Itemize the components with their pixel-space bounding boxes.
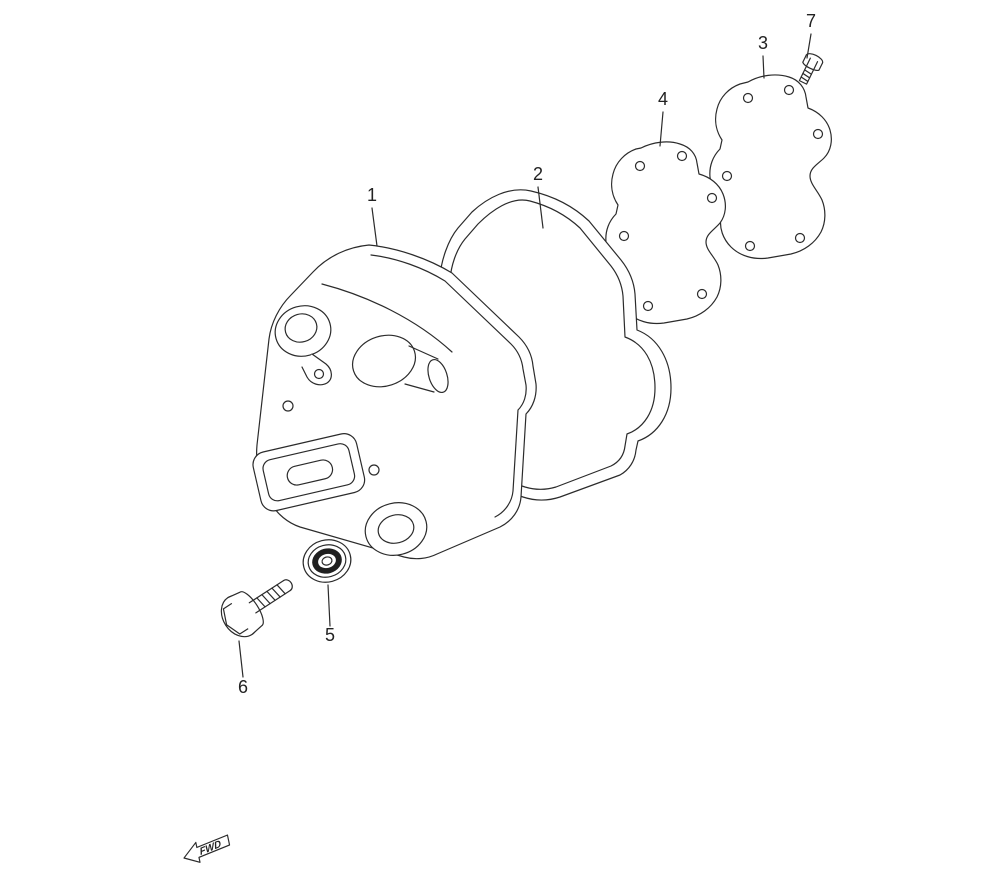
cover-boss-inner xyxy=(284,313,318,343)
cover-contour-line xyxy=(321,283,453,353)
callout-label-5: 5 xyxy=(325,625,335,645)
bolt-threads xyxy=(256,584,286,608)
plate-hole xyxy=(721,170,733,182)
cover-rim-line xyxy=(370,254,527,518)
cover-spout-tube-bottom xyxy=(404,383,435,393)
fwd-arrow-outline xyxy=(183,834,231,863)
leader-line-3 xyxy=(762,55,765,79)
part-7-screw-drawing xyxy=(798,53,824,85)
callout-label-7: 7 xyxy=(806,11,816,31)
gasket-plate-hole xyxy=(696,288,708,300)
cover-spout-opening xyxy=(352,334,416,388)
leader-line-7 xyxy=(806,33,812,59)
plate-hole xyxy=(783,84,795,96)
gasket-plate-hole xyxy=(634,160,646,172)
callout-labels: 1 2 3 4 5 6 7 xyxy=(238,11,816,697)
cover-boss-tab xyxy=(301,353,332,386)
gasket-plate-hole xyxy=(676,150,688,162)
callout-label-2: 2 xyxy=(533,164,543,184)
bolt-tip xyxy=(283,579,293,592)
cover-bolt-hole xyxy=(282,400,294,412)
part-3-plate-drawing xyxy=(709,74,832,260)
plate-outline xyxy=(709,74,832,260)
screw-threads xyxy=(800,69,813,83)
leader-line-2 xyxy=(537,186,544,229)
leader-line-5 xyxy=(327,584,331,627)
rect-boss-slot xyxy=(286,459,334,486)
cover-spout-end xyxy=(427,358,449,394)
gasket-plate-hole xyxy=(618,230,630,242)
gasket-inner-edge xyxy=(443,199,656,490)
plate-hole xyxy=(742,92,754,104)
leader-line-1 xyxy=(371,207,378,247)
part-5-seal-drawing xyxy=(302,539,352,583)
fwd-direction-marker: FWD xyxy=(183,834,231,863)
seal-dark-ring xyxy=(312,548,342,574)
seal-mid-ring xyxy=(307,544,347,578)
plate-hole xyxy=(794,232,806,244)
cover-rect-boss xyxy=(252,433,366,512)
cover-tab-hole xyxy=(313,368,325,380)
screw-head-facets xyxy=(806,57,819,70)
gasket-plate-hole xyxy=(706,192,718,204)
callout-leaders xyxy=(238,33,812,678)
part-1-cylinder-head-cover-drawing xyxy=(252,244,537,560)
fwd-label: FWD xyxy=(199,839,222,858)
seal-center-hole xyxy=(321,556,333,566)
bolt-flange-edge xyxy=(227,591,264,636)
gasket-plate-hole xyxy=(642,300,654,312)
gasket-plate-outline xyxy=(605,141,726,325)
callout-label-3: 3 xyxy=(758,33,768,53)
part-6-bolt-drawing xyxy=(220,579,293,638)
cover-port-inner xyxy=(377,514,415,544)
screw-head-side xyxy=(802,54,824,71)
cover-spout-tube-top xyxy=(408,345,439,360)
cover-bolt-hole xyxy=(368,464,380,476)
leader-line-6 xyxy=(238,640,244,678)
callout-label-1: 1 xyxy=(367,185,377,205)
callout-label-4: 4 xyxy=(658,89,668,109)
plate-hole xyxy=(744,240,756,252)
callout-label-6: 6 xyxy=(238,677,248,697)
leader-line-4 xyxy=(659,111,664,147)
plate-hole xyxy=(812,128,824,140)
part-4-gasket-plate-drawing xyxy=(605,141,726,325)
